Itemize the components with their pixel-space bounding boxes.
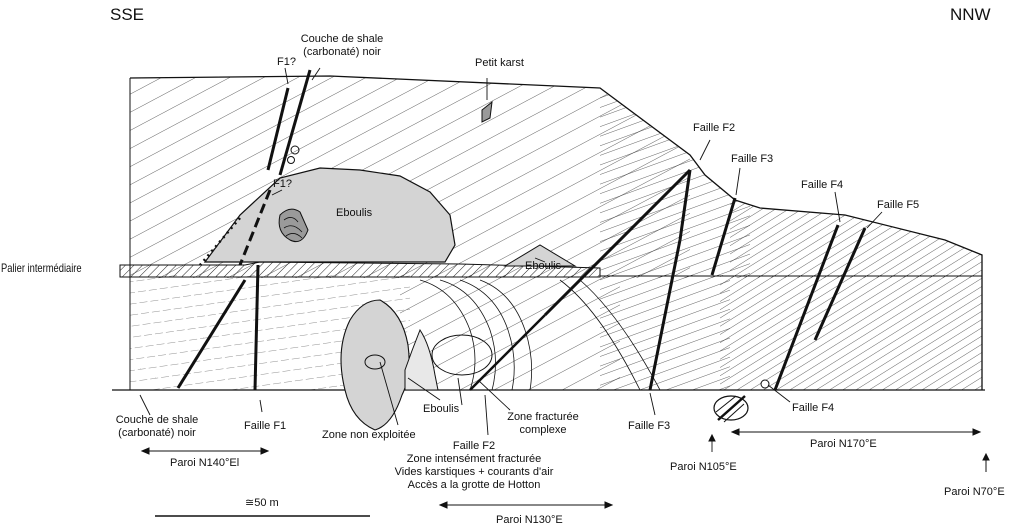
orientation-sse: SSE — [110, 8, 144, 21]
label-paroi-n170: Paroi N170°E — [810, 438, 877, 451]
label-shale-top: Couche de shale (carbonaté) noir — [296, 33, 388, 59]
label-paroi-n140: Paroi N140°El — [170, 457, 239, 470]
label-paroi-n70: Paroi N70°E — [944, 486, 1005, 499]
label-faille-f2-block: Faille F2 Zone intensément fracturée Vid… — [386, 440, 562, 492]
orientation-nnw: NNW — [950, 8, 991, 21]
label-faille-f4: Faille F4 — [801, 179, 843, 192]
label-f1-mid: F1? — [273, 178, 292, 191]
label-faille-f5: Faille F5 — [877, 199, 919, 212]
label-faille-f1: Faille F1 — [244, 420, 286, 433]
label-petit-karst: Petit karst — [475, 57, 524, 70]
label-scale: ≅50 m — [245, 497, 279, 510]
label-eboulis-small: Eboulis — [525, 260, 561, 273]
zone-non-exploitee-shape — [341, 300, 409, 430]
label-shale-bottom: Couche de shale (carbonaté) noir — [108, 414, 206, 440]
label-faille-f4-bottom: Faille F4 — [792, 402, 834, 415]
label-zone-fracturee: Zone fracturée complexe — [493, 411, 593, 437]
label-faille-f3-bottom: Faille F3 — [628, 420, 670, 433]
label-palier: Palier intermédiaire — [1, 262, 82, 275]
label-faille-f3: Faille F3 — [731, 153, 773, 166]
label-f1-top: F1? — [277, 56, 296, 69]
label-paroi-n105: Paroi N105°E — [670, 461, 737, 474]
label-eboulis-large: Eboulis — [336, 207, 372, 220]
label-paroi-n130: Paroi N130°E — [496, 514, 563, 527]
lower-bedding — [130, 270, 990, 395]
label-eboulis-bottom: Eboulis — [423, 403, 459, 416]
label-faille-f2: Faille F2 — [693, 122, 735, 135]
